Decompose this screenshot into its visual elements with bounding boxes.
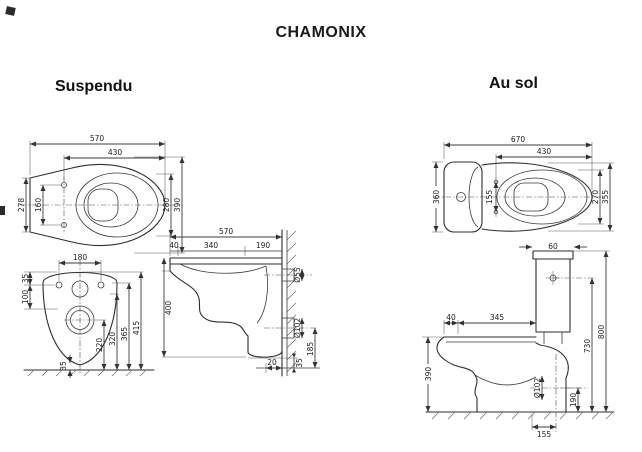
dim-label-40: 40 [446,313,456,322]
dim-label-20: 20 [267,358,277,367]
ausol-plan-view: 670 430 360 155 270 355 [432,135,614,233]
dim-label-280: 280 [162,198,171,213]
dim-label-360: 360 [432,190,441,205]
suspendu-front-view: 180 35 100 220 320 365 415 35 [21,253,155,378]
scan-artifact [0,206,5,215]
dim-label-390: 390 [424,367,433,382]
ausol-side-dimensions: 60 40 345 390 Ø102 190 155 730 800 [422,242,610,439]
dim-label-35: 35 [295,358,304,368]
suspendu-side-dimensions: 570 40 340 190 400 Ø55 Ø102 185 20 35 [161,227,318,373]
dim-label-160: 160 [34,198,43,213]
dim-label-365: 365 [120,327,129,342]
scan-artifact [5,6,16,16]
dim-label-155: 155 [537,430,552,439]
ausol-side-view: 60 40 345 390 Ø102 190 155 730 800 [422,242,615,439]
suspendu-side-view: 570 40 340 190 400 Ø55 Ø102 185 20 35 [161,227,320,377]
dim-label-345: 345 [490,313,505,322]
dim-label-100: 100 [21,290,30,305]
dim-label-180: 180 [73,253,88,262]
section-heading-suspendu: Suspendu [55,78,133,95]
dim-label-415: 415 [132,321,141,336]
dim-label-40: 40 [169,241,179,250]
dim-label-dia102: Ø102 [293,318,302,338]
dim-label-dia55: Ø55 [293,267,302,283]
dim-label-570: 570 [90,134,105,143]
dim-label-340: 340 [204,241,219,250]
dim-label-570: 570 [219,227,234,236]
dim-label-220: 220 [95,338,104,353]
suspendu-plan-outline [20,163,182,247]
dim-label-800: 800 [597,325,606,340]
ausol-plan-outline [434,161,606,233]
dim-label-270: 270 [591,190,600,205]
dim-label-320: 320 [108,332,117,347]
suspendu-front-dimensions: 180 35 100 220 320 365 415 35 [21,253,144,378]
dim-label-390: 390 [173,198,182,213]
dim-label-185: 185 [306,342,315,357]
section-heading-au-sol: Au sol [489,75,538,92]
suspendu-side-outline [169,229,320,377]
dim-label-430: 430 [537,147,552,156]
dim-label-190: 190 [569,393,578,408]
dim-label-730: 730 [583,339,592,354]
dim-label-400: 400 [164,301,173,316]
page-title: CHAMONIX [275,24,367,41]
dim-label-35-bottom: 35 [59,361,68,371]
dim-label-60: 60 [548,242,558,251]
dim-label-430: 430 [108,148,123,157]
dim-label-278: 278 [17,198,26,213]
dim-label-155: 155 [485,190,494,205]
dim-label-35-top: 35 [21,274,30,284]
suspendu-front-outline [23,260,155,377]
dim-label-355: 355 [601,190,610,205]
dim-label-dia102: Ø102 [533,378,542,398]
dim-label-670: 670 [511,135,526,144]
dim-label-190: 190 [256,241,271,250]
ausol-plan-dimensions: 670 430 360 155 270 355 [432,135,614,233]
ausol-side-outline [425,250,615,432]
